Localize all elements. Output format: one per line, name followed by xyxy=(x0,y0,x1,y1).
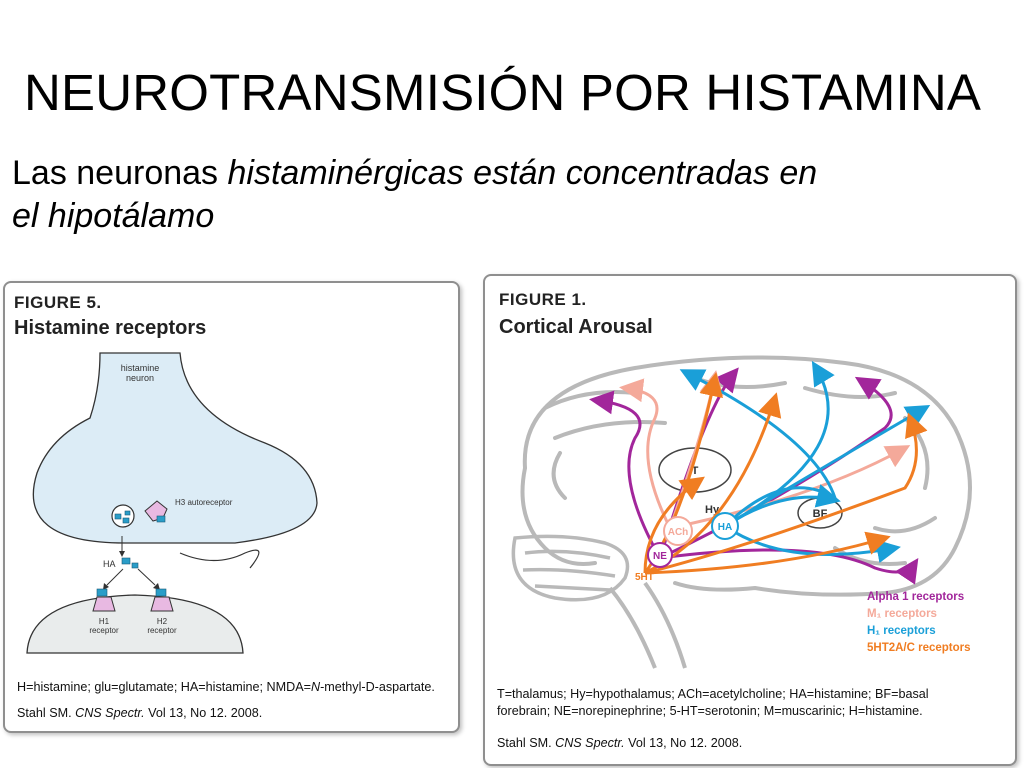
figure1-cite-author: Stahl SM. xyxy=(497,736,556,750)
h2-label-line1: H2 xyxy=(157,617,168,626)
legend-h1: H₁ receptors xyxy=(867,625,936,637)
legend-alpha1: Alpha 1 receptors xyxy=(867,591,964,603)
brain-outline xyxy=(520,355,972,597)
5ht-node-label: 5HT xyxy=(635,572,654,583)
h2-receptor xyxy=(150,596,174,612)
figure5-cite-author: Stahl SM. xyxy=(17,706,76,720)
figure1-cite-journal: CNS Spectr. xyxy=(555,736,625,750)
h1-label-line1: H1 xyxy=(99,617,110,626)
presynaptic-neuron xyxy=(32,352,318,544)
ne-node-label: NE xyxy=(653,551,667,562)
neuron-label-line2: neuron xyxy=(126,373,154,383)
figure1-citation: Stahl SM. CNS Spectr. Vol 13, No 12. 200… xyxy=(497,736,742,750)
ha-molecules-cleft xyxy=(121,557,139,569)
figure5-label: FIGURE 5. xyxy=(14,293,102,312)
histamine-synapse-diagram: histamine neuron H3 autoreceptor HA H1 r… xyxy=(26,352,318,654)
figure5-citation: Stahl SM. CNS Spectr. Vol 13, No 12. 200… xyxy=(17,706,262,720)
figure5-title: Histamine receptors xyxy=(14,317,207,339)
legend-5ht: 5HT2A/C receptors xyxy=(867,642,971,654)
figure5-caption: H=histamine; glu=glutamate; HA=histamine… xyxy=(17,679,452,696)
ach-node xyxy=(663,516,693,546)
subtitle-italic-line2: el hipotálamo xyxy=(12,197,215,235)
h1-receptor xyxy=(92,596,116,612)
brain-pathway-diagram: T Hy BF xyxy=(511,355,972,669)
slide-title: NEUROTRANSMISIÓN POR HISTAMINA xyxy=(24,64,982,121)
figure1-caption-line1: T=thalamus; Hy=hypothalamus; ACh=acetylc… xyxy=(497,687,929,701)
figure1-label: FIGURE 1. xyxy=(499,290,587,309)
brainstem xyxy=(608,581,687,669)
ha-node-label: HA xyxy=(718,522,732,533)
autoreceptor-label: H3 autoreceptor xyxy=(175,498,233,507)
figure5-caption-italic: N xyxy=(311,680,321,694)
axon-process xyxy=(179,549,260,569)
subtitle-plain: Las neuronas xyxy=(12,154,228,192)
ha-bound-h3 xyxy=(156,515,166,523)
figure5-cite-journal: CNS Spectr. xyxy=(75,706,145,720)
figure5-cite-volume: Vol 13, No 12. 2008. xyxy=(144,706,263,720)
slide-subtitle: Las neuronas histaminérgicas están conce… xyxy=(12,152,1012,238)
legend-m1: M₁ receptors xyxy=(867,608,937,620)
figure-histamine-receptors: FIGURE 5. Histamine receptors histamine … xyxy=(3,281,460,733)
h1-pathways xyxy=(679,360,931,564)
subtitle-italic-line1: histaminérgicas están concentradas en xyxy=(227,154,818,192)
ha-molecules-vesicle xyxy=(114,510,131,524)
figure5-caption-suffix: -methyl-D-aspartate. xyxy=(320,680,435,694)
h2-label-line2: receptor xyxy=(147,626,177,635)
h1-label-line2: receptor xyxy=(89,626,119,635)
figure5-caption-prefix: H=histamine; glu=glutamate; HA=histamine… xyxy=(17,680,311,694)
ne-node xyxy=(647,542,673,568)
thalamus-label: T xyxy=(692,465,699,477)
figure-cortical-arousal: FIGURE 1. Cortical Arousal T Hy xyxy=(483,274,1017,766)
figure1-caption-line2: forebrain; NE=norepinephrine; 5-HT=serot… xyxy=(497,704,923,718)
figure1-caption: T=thalamus; Hy=hypothalamus; ACh=acetylc… xyxy=(497,686,1009,720)
ha-label: HA xyxy=(103,559,116,569)
postsynaptic-neuron xyxy=(26,594,244,654)
neuron-label-line1: histamine xyxy=(121,363,160,373)
receptor-legend: Alpha 1 receptors M₁ receptors H₁ recept… xyxy=(867,591,971,654)
figure1-cite-volume: Vol 13, No 12. 2008. xyxy=(624,736,743,750)
ha-node xyxy=(711,512,739,540)
figure1-title: Cortical Arousal xyxy=(499,316,653,338)
cerebellum xyxy=(511,534,630,602)
ach-node-label: ACh xyxy=(668,527,689,538)
